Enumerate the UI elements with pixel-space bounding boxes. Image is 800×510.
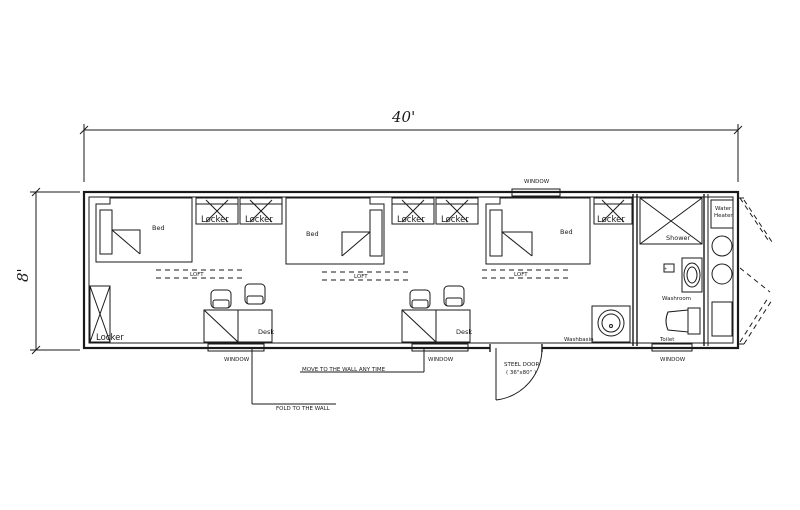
toilet: Toilet	[659, 307, 701, 343]
note-move: MOVE TO THE WALL ANY TIME	[300, 348, 425, 373]
width-dimension: 8'	[14, 187, 80, 355]
svg-text:Bed: Bed	[560, 228, 573, 236]
bed-1: Bed	[95, 197, 193, 263]
svg-text:Shower: Shower	[666, 234, 691, 242]
washbasin: Washbasin	[564, 305, 631, 343]
svg-text:WINDOW: WINDOW	[224, 357, 250, 363]
locker-top-2: Locker	[239, 197, 283, 225]
window-bottom-2: WINDOW	[411, 343, 469, 363]
desk-1: Desk	[203, 309, 274, 343]
svg-text:Locker: Locker	[397, 215, 425, 225]
svg-text:( 36"x80" ): ( 36"x80" )	[506, 370, 536, 376]
svg-text:WINDOW: WINDOW	[660, 357, 686, 363]
svg-text:FOLD TO THE WALL: FOLD TO THE WALL	[276, 406, 331, 412]
svg-text:Water: Water	[715, 206, 732, 212]
chair-1	[210, 289, 232, 309]
window-bottom-3: WINDOW	[651, 343, 693, 363]
svg-text:Locker: Locker	[245, 215, 273, 225]
desk-2: Desk	[401, 309, 472, 343]
loft-3: LOFT	[482, 269, 572, 279]
svg-text:Locker: Locker	[96, 333, 124, 343]
steel-door: STEEL DOOR ( 36"x80" )	[489, 344, 543, 401]
locker-top-5: Locker	[593, 197, 633, 225]
svg-text:WINDOW: WINDOW	[524, 179, 550, 185]
svg-text:WINDOW: WINDOW	[428, 357, 454, 363]
end-doors	[738, 197, 773, 345]
locker-top-4: Locker	[435, 197, 479, 225]
svg-text:Washbasin: Washbasin	[564, 337, 594, 343]
bed-3: Bed	[485, 197, 591, 265]
svg-text:MOVE TO THE WALL ANY TIME: MOVE TO THE WALL ANY TIME	[302, 367, 386, 373]
shower: Shower	[639, 197, 703, 245]
length-dimension: 40'	[79, 108, 743, 182]
svg-text:Washroom: Washroom	[662, 296, 691, 302]
svg-text:+: +	[664, 266, 667, 271]
svg-text:Locker: Locker	[441, 215, 469, 225]
locker-left: Locker	[89, 285, 124, 343]
width-label: 8'	[14, 268, 32, 282]
locker-top-3: Locker	[391, 197, 435, 225]
svg-text:LOFT: LOFT	[514, 272, 528, 278]
svg-text:LOFT: LOFT	[190, 272, 204, 278]
loft-2: LOFT	[322, 271, 410, 281]
svg-text:Locker: Locker	[201, 215, 229, 225]
chair-2	[244, 283, 266, 305]
chair-4	[443, 285, 465, 307]
svg-text:Toilet: Toilet	[659, 337, 675, 343]
svg-text:Desk: Desk	[456, 328, 472, 336]
locker-top-1: Locker	[195, 197, 239, 225]
washroom-sink: + Washroom	[662, 257, 703, 302]
water-heater: Water Heater	[710, 199, 734, 337]
svg-text:Desk: Desk	[258, 328, 274, 336]
svg-text:LOFT: LOFT	[354, 274, 368, 280]
container-walls	[82, 190, 740, 350]
svg-text:Heater: Heater	[714, 213, 733, 219]
bed-2: Bed	[285, 197, 385, 265]
svg-text:Bed: Bed	[306, 230, 319, 238]
svg-text:Locker: Locker	[597, 215, 625, 225]
svg-text:STEEL DOOR: STEEL DOOR	[504, 362, 540, 368]
svg-text:Bed: Bed	[152, 224, 165, 232]
note-fold: FOLD TO THE WALL	[251, 348, 336, 412]
length-label: 40'	[391, 108, 415, 126]
chair-3	[409, 289, 431, 309]
loft-1: LOFT	[156, 269, 246, 279]
window-bottom-1: WINDOW	[207, 343, 265, 363]
window-top: WINDOW	[511, 179, 561, 197]
